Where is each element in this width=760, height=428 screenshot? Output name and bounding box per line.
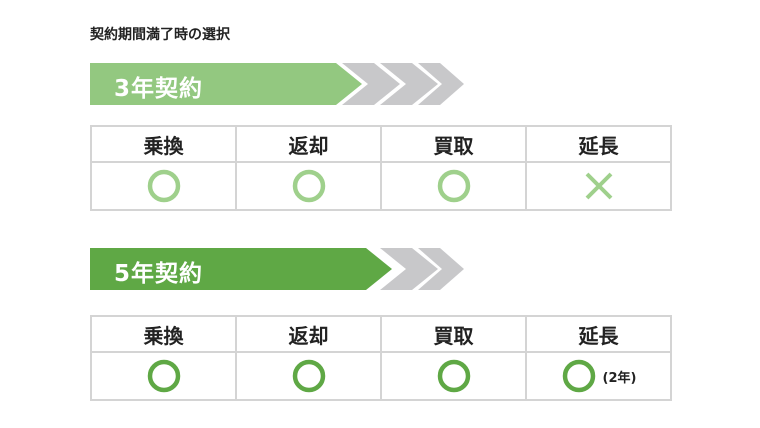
header-encho: 延長 [525, 125, 672, 163]
extension-note: (2年) [602, 370, 637, 386]
circle-icon [437, 169, 470, 203]
circle-icon [292, 169, 325, 203]
header-kaitori: 買取 [380, 125, 527, 163]
banner-5-year: 5年契約 [90, 248, 470, 290]
header-norikae: 乗換 [90, 125, 237, 163]
arrow-banner-icon [90, 248, 464, 290]
header-encho: 延長 [525, 315, 672, 353]
header-henkyaku: 返却 [235, 315, 382, 353]
options-table-3-year: 乗換 返却 買取 延長 [90, 125, 672, 211]
header-norikae: 乗換 [90, 315, 237, 353]
header-henkyaku: 返却 [235, 125, 382, 163]
banner-label: 3年契約 [114, 76, 204, 102]
circle-icon [562, 359, 595, 393]
circle-icon [437, 359, 470, 393]
banner-3-year: 3年契約 [90, 63, 470, 105]
circle-icon [147, 169, 180, 203]
circle-icon [292, 359, 325, 393]
banner-label: 5年契約 [114, 261, 204, 287]
page-title: 契約期間満了時の選択 [90, 27, 230, 43]
cross-icon [585, 172, 612, 200]
header-kaitori: 買取 [380, 315, 527, 353]
circle-icon [147, 359, 180, 393]
options-table-5-year: 乗換 返却 買取 延長 (2年) [90, 315, 672, 401]
arrow-banner-icon [90, 63, 464, 105]
